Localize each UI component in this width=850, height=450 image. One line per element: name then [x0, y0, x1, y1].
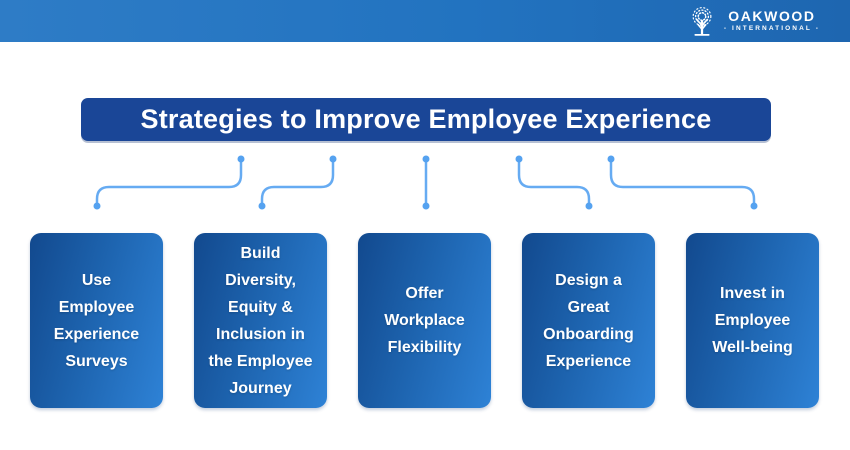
brand-tagline: - INTERNATIONAL -	[723, 25, 820, 33]
top-bar: OAKWOOD - INTERNATIONAL -	[0, 0, 850, 42]
brand-name: OAKWOOD	[728, 8, 816, 25]
strategy-card-wellbeing: Invest in Employee Well-being	[686, 233, 819, 408]
brand-logo: OAKWOOD - INTERNATIONAL -	[687, 5, 820, 37]
title-text: Strategies to Improve Employee Experienc…	[140, 104, 712, 134]
strategy-card-employee-surveys: Use Employee Experience Surveys	[30, 233, 163, 408]
connector-2	[260, 157, 335, 208]
brand-text: OAKWOOD - INTERNATIONAL -	[724, 9, 820, 33]
connector-dots	[93, 155, 758, 210]
connector-4	[517, 157, 591, 208]
strategy-card-onboarding: Design a Great Onboarding Experience	[522, 233, 655, 408]
title-banner: Strategies to Improve Employee Experienc…	[81, 98, 771, 141]
strategy-card-workplace-flexibility: Offer Workplace Flexibility	[358, 233, 491, 408]
connector-1	[95, 157, 243, 208]
connector-5	[609, 157, 756, 208]
oak-tree-icon	[692, 7, 712, 36]
strategy-card-diversity-equity: Build Diversity, Equity & Inclusion in t…	[194, 233, 327, 408]
